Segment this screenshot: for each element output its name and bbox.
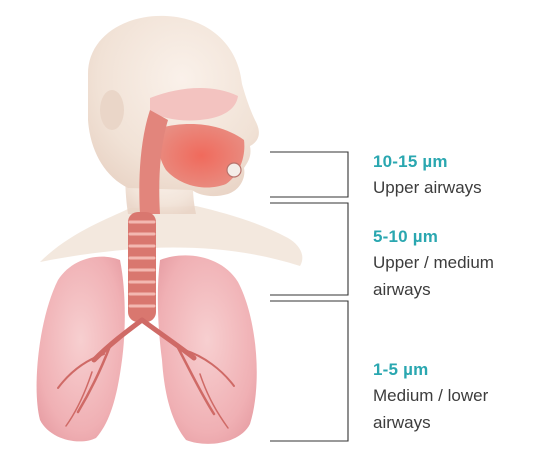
region-description: Upper airways	[373, 174, 538, 201]
particle-size-label: 10-15 µm	[373, 150, 538, 174]
region-description: airways	[373, 409, 538, 436]
particle-size-label: 1-5 µm	[373, 358, 538, 382]
region-label-upper: 10-15 µm Upper airways	[373, 150, 538, 201]
bracket-upper-airways	[270, 152, 348, 197]
region-label-medium-lower: 1-5 µm Medium / lower airways	[373, 358, 538, 436]
particle-size-label: 5-10 µm	[373, 225, 538, 249]
region-label-upper-medium: 5-10 µm Upper / medium airways	[373, 225, 538, 303]
bracket-medium-lower-airways	[270, 301, 348, 441]
region-description: Upper / medium	[373, 249, 538, 276]
region-description: airways	[373, 276, 538, 303]
region-description: Medium / lower	[373, 382, 538, 409]
bracket-upper-medium-airways	[270, 203, 348, 295]
